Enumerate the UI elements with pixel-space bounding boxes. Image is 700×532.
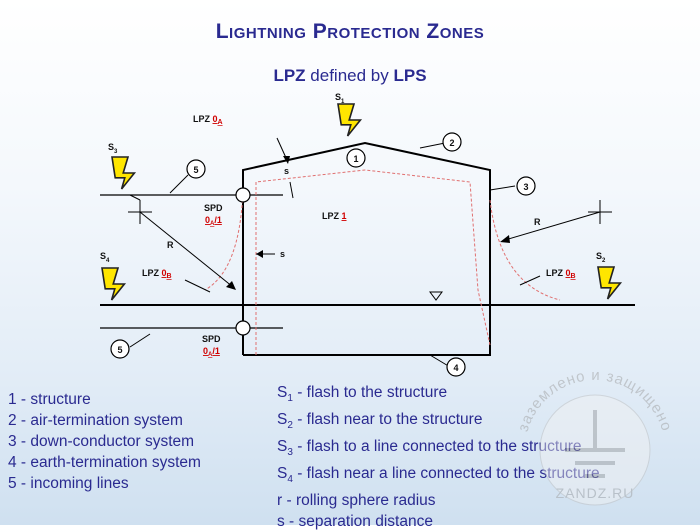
- spd-lower-node: [235, 320, 251, 336]
- legend-right-item: S2 - flash near to the structure: [277, 411, 483, 432]
- watermark-logo: заземлено и защищено ZANDZ.RU: [515, 367, 674, 506]
- sep-arrow-top-2: [289, 181, 294, 199]
- label-s-top: s: [284, 166, 289, 176]
- callout-1: 1: [346, 148, 366, 168]
- label-spd-lower: SPD: [202, 334, 221, 344]
- subtitle-lpz: LPZ: [273, 66, 306, 85]
- callout-5-upper-text: 5: [193, 165, 198, 175]
- legend-right-item: S3 - flash to a line connected to the st…: [277, 438, 582, 459]
- callout-2-text: 2: [449, 138, 454, 148]
- radius-arrow-right: [504, 211, 601, 241]
- callout-2: 2: [442, 132, 462, 152]
- lpz1-boundary: [255, 169, 491, 355]
- label-lpz-0b-right: LPZ 0B: [546, 268, 576, 280]
- legend-left-item: 4 - earth-termination system: [8, 454, 201, 471]
- label-lpz-0b-left: LPZ 0B: [142, 268, 172, 280]
- subtitle-mid: defined by: [305, 66, 394, 85]
- ground-marker: [429, 291, 443, 301]
- label-s2: S2: [596, 251, 606, 264]
- label-spd-upper-zone: 0A/1: [205, 215, 222, 227]
- rolling-sphere-left: [204, 189, 244, 291]
- legend-left-item: 1 - structure: [8, 391, 91, 408]
- lightning-s4-icon: [101, 267, 126, 301]
- label-r-left: R: [167, 240, 174, 250]
- callout-3-text: 3: [523, 182, 528, 192]
- callout-1-text: 1: [353, 154, 358, 164]
- legend-left: 1 - structure 2 - air-termination system…: [8, 389, 201, 494]
- lightning-s2-icon: [597, 266, 622, 300]
- lightning-s3-icon: [111, 156, 136, 190]
- label-r-right: R: [534, 217, 541, 227]
- lightning-s1-icon: [337, 103, 362, 137]
- spd-upper-node: [235, 187, 251, 203]
- label-s3: S3: [108, 142, 118, 155]
- legend-left-item: 2 - air-termination system: [8, 412, 183, 429]
- label-lpz-0a: LPZ 0A: [193, 114, 223, 126]
- callout-4: 4: [446, 357, 466, 377]
- legend-right: S1 - flash to the structure S2 - flash n…: [277, 382, 600, 532]
- page-title: Lightning Protection Zones: [215, 20, 485, 43]
- callout-5-upper: 5: [186, 159, 206, 179]
- subtitle-lps: LPS: [393, 66, 427, 85]
- label-spd-lower-zone: 0A/1: [203, 346, 220, 358]
- legend-left-item: 5 - incoming lines: [8, 475, 129, 492]
- radius-arrow-left: [139, 211, 234, 288]
- label-s1: S1: [335, 92, 345, 105]
- label-s-mid: s: [280, 249, 285, 259]
- legend-left-item: 3 - down-conductor system: [8, 433, 195, 450]
- rolling-sphere-right: [489, 199, 561, 301]
- legend-right-item: S1 - flash to the structure: [277, 384, 448, 405]
- callout-5-lower-text: 5: [117, 345, 122, 355]
- legend-right-item: S4 - flash near a line connected to the …: [277, 465, 600, 486]
- callout-4-text: 4: [453, 363, 458, 373]
- label-spd-upper: SPD: [204, 203, 223, 213]
- label-s4: S4: [100, 251, 110, 264]
- legend-right-item: r - rolling sphere radius: [277, 492, 436, 510]
- watermark-site: ZANDZ.RU: [556, 485, 635, 501]
- label-lpz-1: LPZ 1: [322, 211, 347, 221]
- ground-symbol-icon: [565, 410, 625, 478]
- callout-3: 3: [516, 176, 536, 196]
- subtitle: LPZ defined by LPS: [0, 66, 700, 86]
- callout-5-lower: 5: [110, 339, 130, 359]
